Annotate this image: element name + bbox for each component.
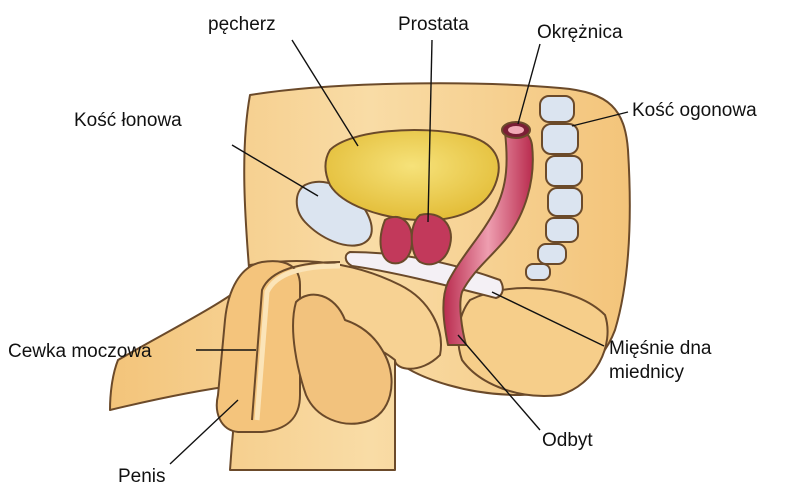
- vertebra: [546, 156, 582, 186]
- label-bladder: pęcherz: [208, 14, 276, 35]
- vertebra: [526, 264, 550, 280]
- label-coccyx: Kość ogonowa: [632, 100, 757, 121]
- vertebra: [538, 244, 566, 264]
- label-urethra: Cewka moczowa: [8, 341, 152, 362]
- vertebra: [548, 188, 582, 216]
- label-pubic-bone: Kość łonowa: [74, 110, 182, 131]
- label-colon: Okrężnica: [537, 22, 623, 43]
- vertebra: [540, 96, 574, 122]
- label-penis: Penis: [118, 466, 166, 486]
- vertebra: [542, 124, 578, 154]
- prostate-right: [412, 214, 451, 264]
- leader-penis: [170, 400, 238, 464]
- colon-opening-inner: [508, 126, 524, 134]
- prostate-left: [381, 217, 412, 263]
- label-pelvic-floor-2: miednicy: [609, 362, 684, 383]
- label-pelvic-floor-1: Mięśnie dna: [609, 338, 712, 359]
- vertebra: [546, 218, 578, 242]
- label-prostate: Prostata: [398, 14, 469, 35]
- label-anus: Odbyt: [542, 430, 593, 451]
